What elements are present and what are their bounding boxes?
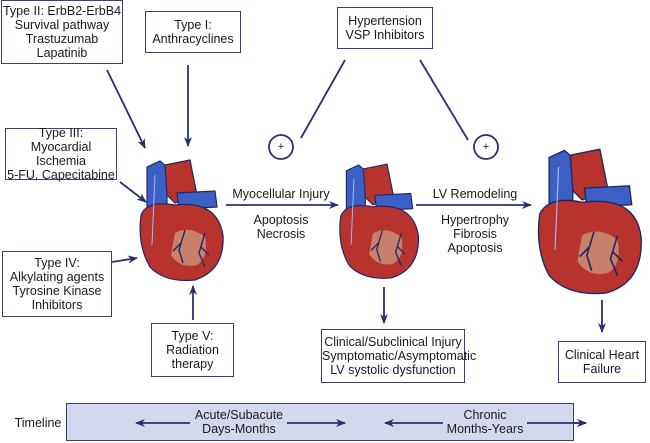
type5-title: Type V:	[171, 329, 214, 343]
type2-line: Trastuzumab	[25, 32, 99, 46]
type2-line: Lapatinib	[36, 46, 88, 60]
type1-box: Type I: Anthracyclines	[145, 11, 241, 53]
myocellular-injury-title: Myocellular Injury	[232, 187, 330, 201]
arrow-type4	[111, 255, 138, 264]
phase-chronic-name: Chronic	[463, 408, 507, 422]
plus-circle-left	[268, 134, 294, 160]
lv-remodeling-detail: Fibrosis	[453, 227, 497, 241]
type4-line: Tyrosine Kinase	[12, 284, 102, 298]
lv-remodeling-title: LV Remodeling	[432, 187, 518, 201]
type4-box: Type IV: Alkylating agents Tyrosine Kina…	[2, 251, 112, 317]
plus-circle-right	[473, 134, 499, 160]
type1-title: Type I:	[174, 18, 212, 32]
type4-line: Alkylating agents	[9, 270, 105, 284]
timeline-label: Timeline	[14, 416, 62, 430]
hypertension-line: VSP Inhibitors	[345, 28, 425, 42]
type5-line: therapy	[171, 357, 214, 371]
hypertension-title: Hypertension	[348, 14, 422, 28]
clinical-injury-line: Clinical/Subclinical Injury	[324, 335, 462, 349]
type3-line: Myocardial Ischemia	[30, 140, 92, 168]
line-hypertension-left	[300, 59, 346, 139]
plus-sign-right: +	[482, 141, 490, 153]
type3-box: Type III: Myocardial Ischemia 5-FU, Cape…	[5, 126, 117, 182]
type1-line: Anthracyclines	[152, 32, 234, 46]
type5-line: Radiation	[166, 343, 219, 357]
type2-line: Survival pathway	[14, 18, 110, 32]
clinical-injury-line: Symptomatic/Asymptomatic	[322, 349, 477, 363]
clinical-injury-box: Clinical/Subclinical Injury Symptomatic/…	[321, 329, 477, 383]
type4-title: Type IV:	[34, 256, 80, 270]
type4-line: Inhibitors	[31, 298, 83, 312]
heart-failure-box: Clinical Heart Failure	[558, 341, 646, 383]
line-hypertension-right	[419, 59, 469, 141]
heart-icon-remodeled	[537, 148, 642, 295]
hypertension-box: Hypertension VSP Inhibitors	[337, 7, 433, 49]
phase-acute-name: Acute/Subacute	[194, 408, 284, 422]
heart-failure-line: Clinical Heart	[564, 348, 640, 362]
type3-title: Type III:	[38, 126, 84, 140]
type3-line: 5-FU, Capecitabine	[7, 168, 115, 182]
myocellular-detail: Necrosis	[256, 227, 306, 241]
type2-title: Type II: ErbB2-ErbB4	[2, 4, 122, 18]
phase-chronic-duration: Months-Years	[446, 422, 524, 436]
arrow-type3	[119, 181, 147, 203]
type2-box: Type II: ErbB2-ErbB4 Survival pathway Tr…	[1, 0, 123, 64]
type5-box: Type V: Radiation therapy	[151, 323, 234, 377]
heart-icon-initial	[139, 159, 224, 282]
heart-failure-line: Failure	[582, 362, 622, 376]
timeline-bar	[66, 403, 574, 441]
heart-icon-injured	[339, 163, 419, 279]
plus-sign-left: +	[277, 141, 285, 153]
clinical-injury-line: LV systolic dysfunction	[330, 363, 456, 377]
myocellular-detail: Apoptosis	[253, 213, 309, 227]
lv-remodeling-detail: Apoptosis	[447, 241, 503, 255]
lv-remodeling-detail: Hypertrophy	[440, 213, 510, 227]
arrow-type2	[106, 69, 146, 149]
phase-acute-duration: Days-Months	[202, 422, 276, 436]
